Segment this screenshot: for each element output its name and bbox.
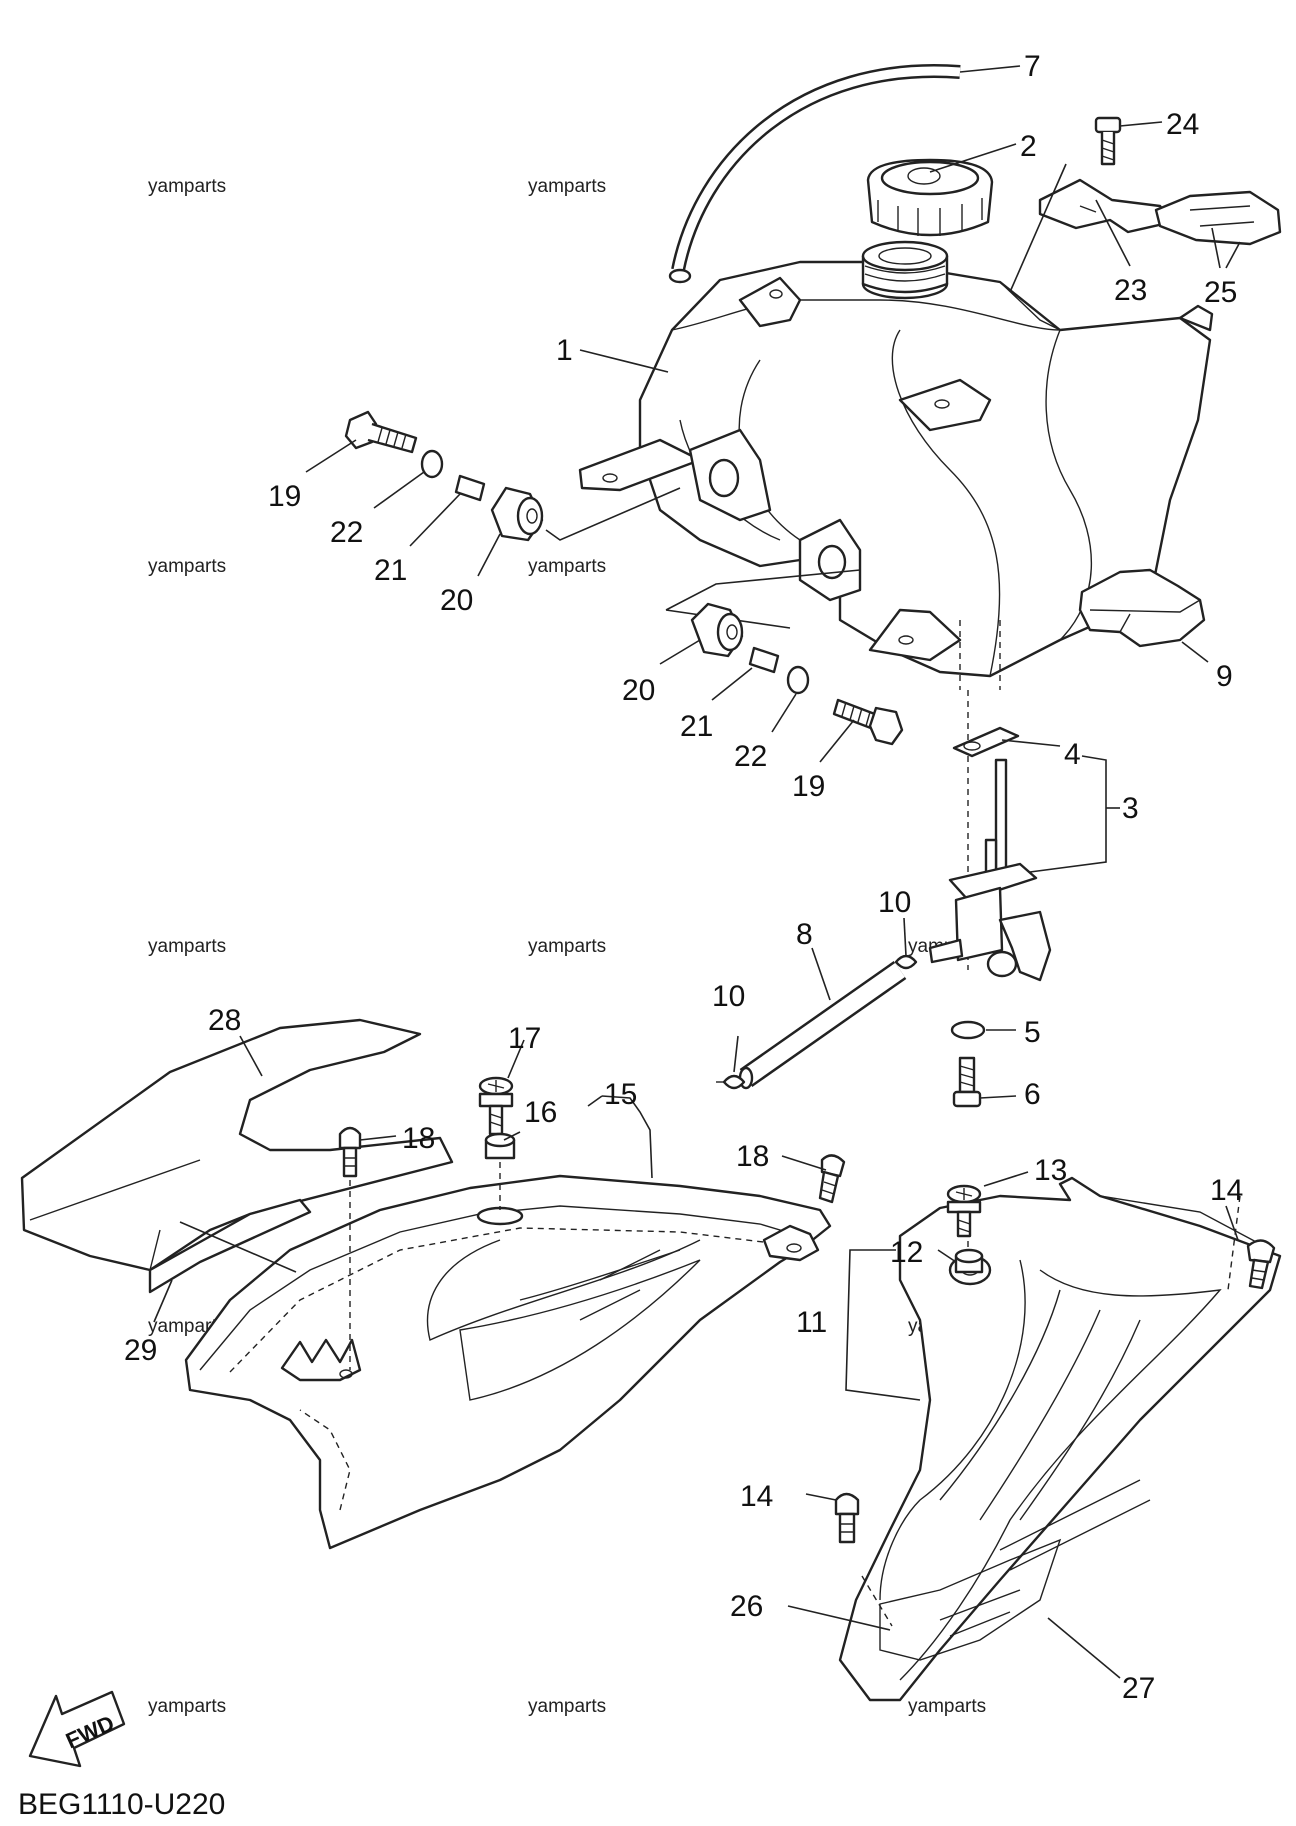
watermark-7: yamparts [148,936,226,957]
part-rivet-18b [818,1154,846,1204]
part-left-decal-29 [148,1198,312,1294]
part-collar-21b [748,646,780,674]
part-collar-16 [484,1132,516,1160]
part-washer-22a [420,449,444,479]
part-right-side-cover-11 [838,1176,1282,1702]
callout-10b: 10 [712,980,745,1013]
callout-17: 17 [508,1022,541,1055]
callout-1: 1 [556,334,573,367]
part-breather-hose [668,64,961,284]
part-collar-12 [954,1248,984,1274]
part-screw-13 [946,1184,982,1238]
callout-11: 11 [796,1306,827,1339]
part-screw-6 [952,1056,982,1108]
callout-21a: 21 [374,554,407,587]
watermark-2: yamparts [528,176,606,197]
part-rivet-14a [1246,1239,1276,1290]
callout-10a: 10 [878,886,911,919]
part-washer-5 [950,1020,986,1040]
part-hose-clip-10a [894,954,918,970]
watermark-4: yamparts [148,556,226,577]
left-mount-guide [545,487,681,541]
callout-9: 9 [1216,660,1233,693]
watermark-8: yamparts [528,936,606,957]
callout-3: 3 [1122,792,1139,825]
callout-16: 16 [524,1096,557,1129]
callout-28: 28 [208,1004,241,1037]
part-fuel-tap-assembly [716,690,1052,1108]
part-hose-clip-10b [716,1074,746,1090]
watermark-15: yamparts [908,1696,986,1717]
part-bolt-19a [344,410,418,454]
callout-19b: 19 [792,770,825,803]
part-rivet-18a [338,1126,362,1178]
part-tap-gasket-4 [952,726,1020,758]
part-bracket-screw [1094,116,1122,166]
callout-12: 12 [890,1236,923,1269]
callout-20b: 20 [622,674,655,707]
left-mount-hardware [344,410,681,542]
part-washer-22b [786,665,810,695]
watermark-14: yamparts [528,1696,606,1717]
part-grommet-20b [690,602,744,658]
leader-lines [153,65,1241,1679]
part-grommet-20a [490,486,544,542]
callout-14b: 14 [740,1480,773,1513]
callout-5: 5 [1024,1016,1041,1049]
callout-27: 27 [1122,1672,1155,1705]
callout-18a: 18 [402,1122,435,1155]
watermark-1: yamparts [148,176,226,197]
callout-24: 24 [1166,108,1199,141]
callout-23: 23 [1114,274,1147,307]
diagram-code: BEG1110-U220 [18,1788,225,1821]
fwd-arrow-icon: FWD [28,1690,126,1768]
part-side-damper [1078,568,1206,648]
callout-7: 7 [1024,50,1041,83]
callout-20a: 20 [440,584,473,617]
part-bolt-19b [832,698,904,746]
callout-6: 6 [1024,1078,1041,1111]
callout-26: 26 [730,1590,763,1623]
part-fuel-cap [866,158,994,237]
callout-13: 13 [1034,1154,1067,1187]
callout-2: 2 [1020,130,1037,163]
callout-14a: 14 [1210,1174,1243,1207]
part-fuel-tank [578,240,1214,690]
callout-25: 25 [1204,276,1237,309]
callout-22a: 22 [330,516,363,549]
callout-8: 8 [796,918,813,951]
part-tank-bracket [1038,178,1174,234]
watermark-13: yamparts [148,1696,226,1717]
callout-22b: 22 [734,740,767,773]
part-fuel-hose-8 [738,960,907,1090]
callout-4: 4 [1064,738,1081,771]
callout-29: 29 [124,1334,157,1367]
callout-21b: 21 [680,710,713,743]
callouts: 7 2 24 23 25 1 19 22 21 20 20 21 22 19 9… [124,50,1243,1705]
part-fuel-cock-3 [928,758,1052,982]
watermark-5: yamparts [528,556,606,577]
lower-mount-hardware [665,569,904,746]
part-collar-21a [454,474,486,502]
callout-19a: 19 [268,480,301,513]
callout-15: 15 [604,1078,637,1111]
part-left-side-cover-15 [184,1162,832,1550]
callout-18b: 18 [736,1140,769,1173]
part-rivet-14b [834,1492,860,1544]
part-screw-17 [478,1076,514,1136]
part-tank-damper [1154,190,1282,246]
